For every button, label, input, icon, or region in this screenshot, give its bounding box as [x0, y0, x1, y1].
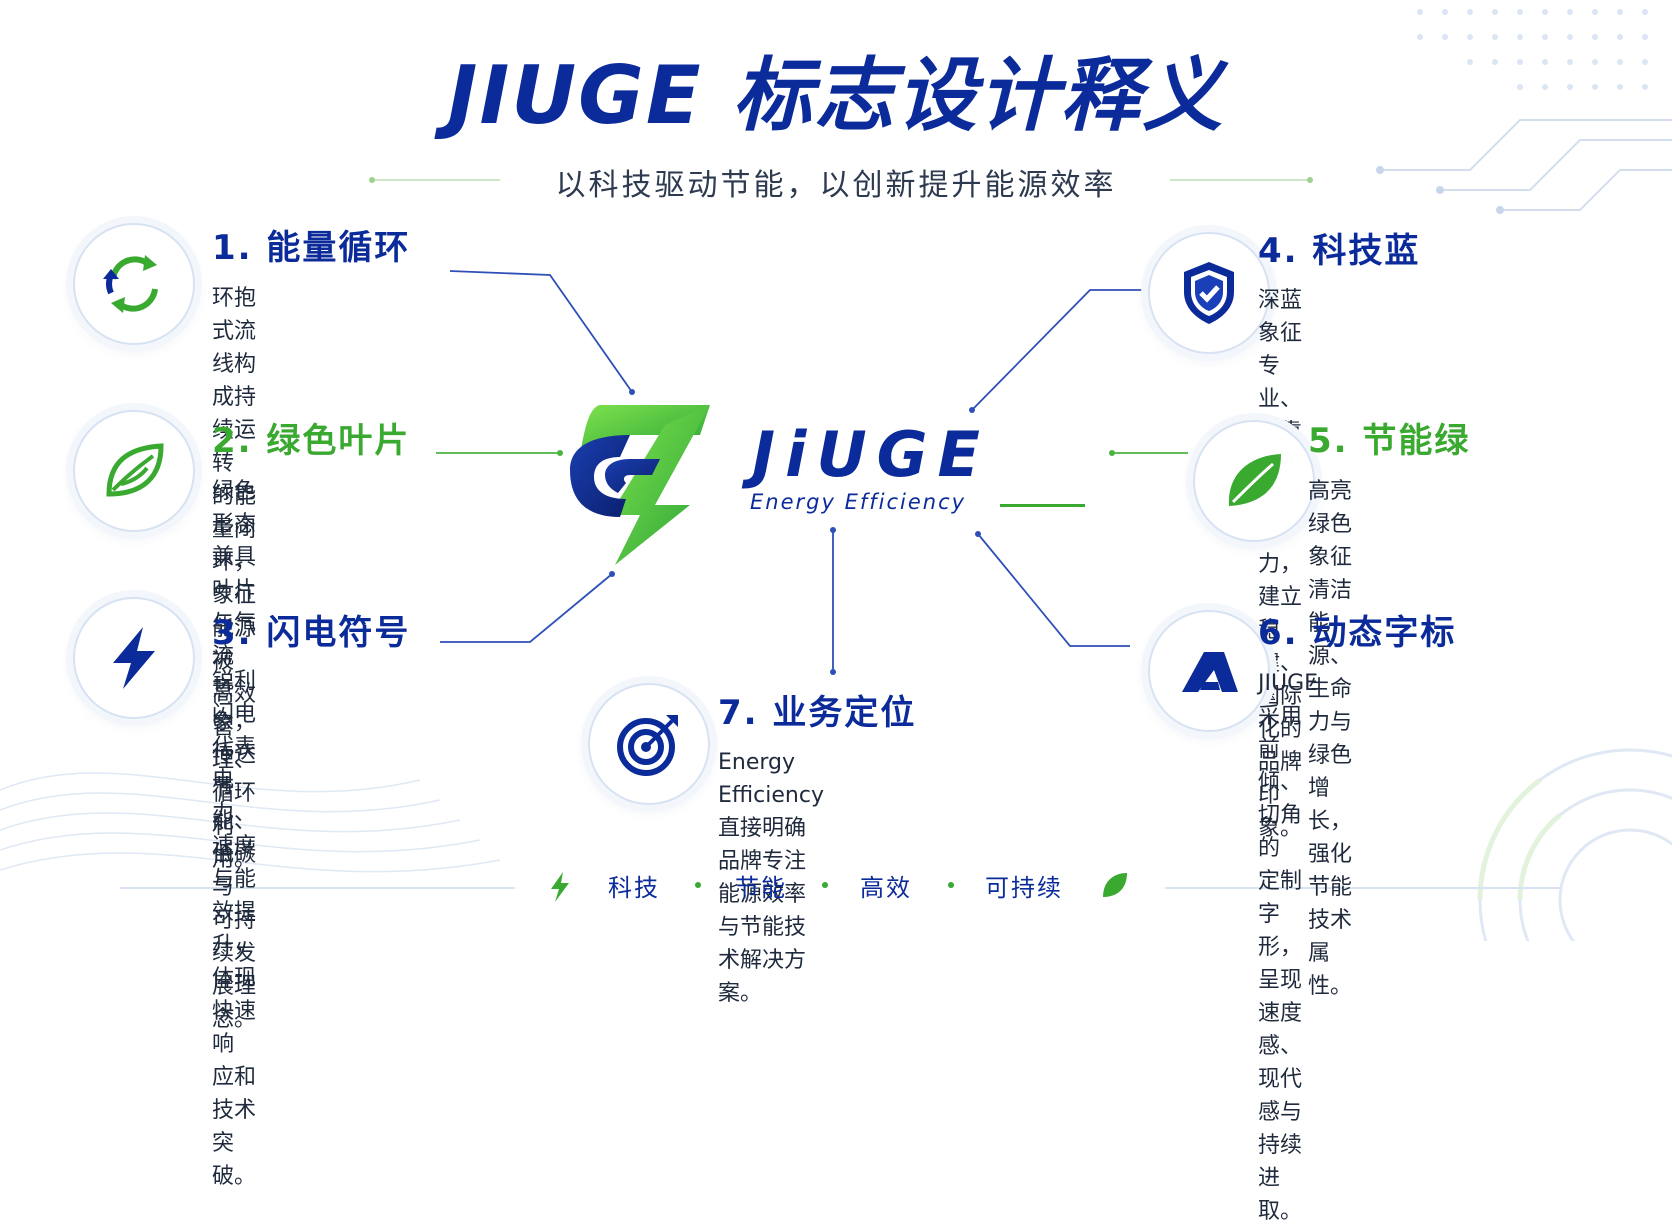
feature-title: 1. 能量循环: [212, 228, 411, 268]
target-icon: [617, 715, 678, 776]
feature-description: 环抱式流线构成持续运转 的能量闭环，象征能源被 高效管理、循环利用。: [212, 286, 257, 872]
jiuge-logo-mark: [560, 395, 720, 574]
footer-separator-dot: [948, 882, 954, 888]
feature-description: JIUGE 采用前倾、切角的 定制字形，呈现速度感、 现代感与持续进取。: [1258, 671, 1319, 1224]
footer-lightning-icon: [551, 872, 569, 902]
background-decoration: [0, 9, 1672, 941]
leaf-outline-icon: [106, 443, 164, 497]
feature-title: 3. 闪电符号: [212, 613, 411, 653]
feature-icon-circle: [1193, 420, 1315, 542]
footer-keyword: 节能: [735, 874, 787, 902]
lightning-swirl-icon: [570, 405, 710, 565]
feature-title: 4. 科技蓝: [1258, 231, 1421, 271]
page-title: JIUGE 标志设计释义: [447, 49, 1225, 142]
feature-icon-circle: [73, 223, 195, 345]
feature-title: 7. 业务定位: [718, 693, 917, 733]
feature-icon-circle: [73, 410, 195, 532]
connector-lines: [436, 270, 1188, 675]
footer-keyword: 可持续: [985, 874, 1063, 902]
feature-description: 锐利闪电代表电力、速度 与能效提升，体现快速响 应和技术突破。: [212, 669, 257, 1189]
lightning-icon: [113, 627, 155, 689]
footer-separator-dot: [695, 882, 701, 888]
recycle-arrows-icon: [103, 255, 158, 313]
leaf-filled-icon: [1228, 454, 1281, 506]
footer-separator-dot: [822, 882, 828, 888]
tagline-underline: [1000, 504, 1085, 507]
brand-tagline: Energy Efficiency: [750, 490, 967, 514]
feature-title: 2. 绿色叶片: [212, 421, 411, 461]
feature-icon-circle: [73, 597, 195, 719]
feature-icon-circle: [588, 683, 710, 805]
brand-wordmark: JiUGE: [752, 418, 990, 491]
feature-icon-circle: [1148, 610, 1270, 732]
footer-keyword: 科技: [608, 874, 660, 902]
page-subtitle: 以科技驱动节能，以创新提升能源效率: [555, 168, 1117, 203]
feature-title: 6. 动态字标: [1258, 613, 1457, 653]
shield-check-icon: [1184, 262, 1234, 324]
letter-a-icon: [1182, 652, 1238, 692]
footer-keyword: 高效: [860, 874, 912, 902]
footer-leaf-icon: [1103, 873, 1127, 897]
feature-title: 5. 节能绿: [1308, 421, 1471, 461]
feature-icon-circle: [1148, 232, 1270, 354]
